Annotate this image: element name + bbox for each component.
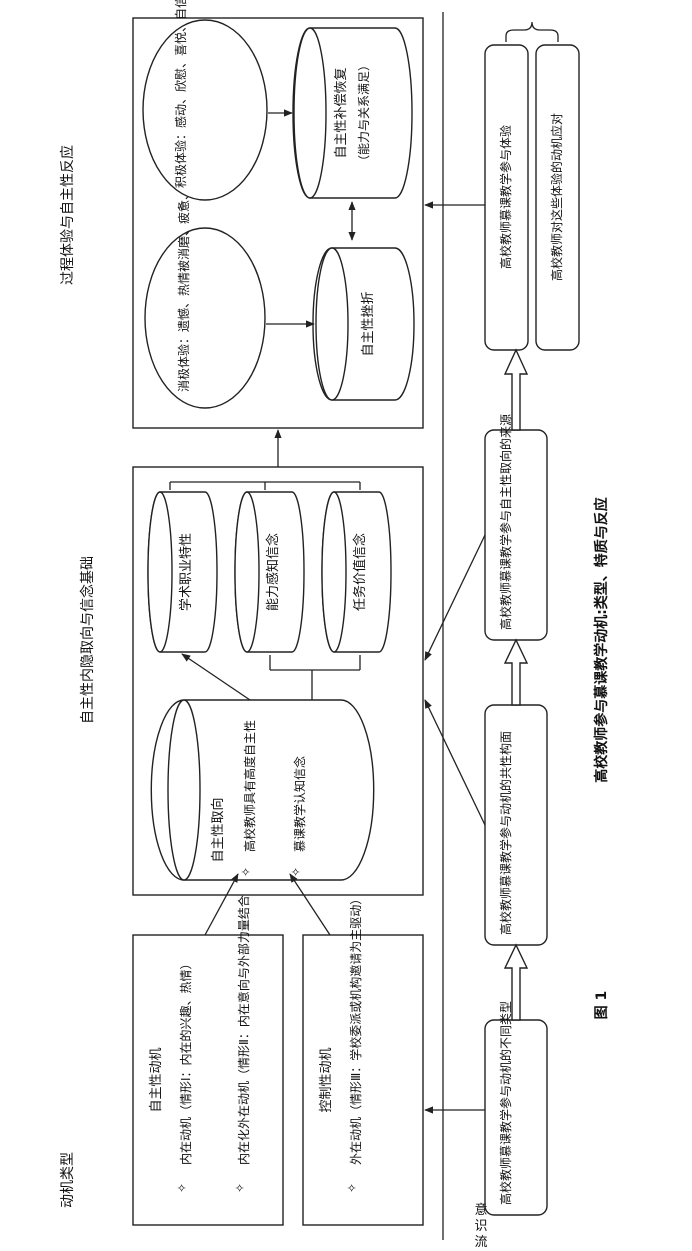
diamond-bullet-icon: ✧ [239, 867, 253, 877]
flow-step2-text: 高校教师慕课教学参与动机的共性构面 [498, 731, 513, 935]
orientation-cylinder-title: 自主性取向 [210, 797, 226, 862]
section-header-motivation-type: 动机类型 [60, 1152, 76, 1208]
flow-step3-box: 高校教师慕课教学参与自主性取向的来源 [484, 414, 548, 641]
flow-step4a-text: 高校教师慕课教学参与体验 [498, 125, 513, 269]
trait-label-academic: 学术职业特性 [178, 533, 194, 611]
flow-hollow-arrow [503, 943, 529, 1021]
flow-step3-text: 高校教师慕课教学参与自主性取向的来源 [498, 414, 513, 630]
positive-experience-text: 积极体验：感动、欣慰、喜悦、自信、满足、成就感、存在感 [173, 0, 188, 188]
autonomous-motivation-item2: 内在化外在动机（情形Ⅱ：内在意向与外部力量结合） [236, 883, 251, 1165]
flow-step4-brace [505, 21, 559, 42]
diamond-bullet-icon: ✧ [345, 1183, 359, 1193]
flow-step4a-box: 高校教师慕课教学参与体验 [484, 44, 529, 351]
basis-box: 自主性取向 ✧ 高校教师具有高度自主性 ✧ 慕课教学认知信念 学术职业特性 能力… [132, 466, 424, 896]
orientation-cylinder: 自主性取向 ✧ 高校教师具有高度自主性 ✧ 慕课教学认知信念 [150, 699, 375, 881]
compensation-sublabel: （能力与关系满足） [357, 59, 371, 167]
cylinder-to-academic-arrow [181, 653, 251, 701]
orientation-item2: 慕课教学认知信念 [292, 756, 307, 852]
figure-caption-title: 高校教师参与慕课教学动机:类型、特质与反应 [593, 497, 610, 783]
diamond-bullet-icon: ✧ [233, 1183, 247, 1193]
negative-experience-ellipse [144, 227, 266, 409]
diamond-bullet-icon: ✧ [175, 1183, 189, 1193]
negative-experience-text: 消极体验：遗憾、热情被消磨、疲惫、负情绪 [176, 152, 191, 392]
section-header-process: 过程体验与自主性反应 [59, 145, 76, 285]
diamond-bullet-icon: ✧ [289, 867, 303, 877]
frustration-cylinder: 自主性挫折 [312, 247, 415, 401]
trait-bracket [169, 481, 361, 490]
autonomous-motivation-title: 自主性动机 [149, 1047, 164, 1112]
flow-step1-box: 高校教师慕课教学参与动机的不同类型 [484, 1001, 548, 1216]
process-box: 消极体验：遗憾、热情被消磨、疲惫、负情绪 积极体验：感动、欣慰、喜悦、自信、满足… [132, 0, 424, 429]
controlled-to-basis-arrow [289, 873, 331, 936]
trait-label-value: 任务价值信念 [352, 533, 368, 611]
step2-to-orientation-arrow [424, 699, 486, 826]
controlled-motivation-title: 控制性动机 [319, 1047, 334, 1112]
autonomous-motivation-item1: 内在动机（情形Ⅰ：内在的兴趣、热情） [178, 957, 193, 1165]
figure-caption-number: 图 1 [594, 991, 610, 1020]
controlled-motivation-box: 控制性动机 ✧ 外在动机（情形Ⅲ：学校委派或机构邀请为主驱动） [302, 893, 424, 1226]
flow-hollow-arrow [503, 638, 529, 706]
orientation-item1: 高校教师具有高度自主性 [242, 720, 257, 852]
autonomous-motivation-box: 自主性动机 ✧ 内在动机（情形Ⅰ：内在的兴趣、热情） ✧ 内在化外在动机（情形Ⅱ… [132, 883, 284, 1226]
autonomous-to-basis-arrow [204, 873, 239, 936]
consciousness-flow-label: 意识流 [474, 1202, 487, 1247]
flow-step4b-text: 高校教师对这些体验的动机应对 [549, 113, 564, 281]
compensation-cylinder: 自主性补偿恢复 （能力与关系满足） [292, 27, 413, 199]
positive-experience-ellipse [142, 19, 268, 201]
section-header-basis: 自主性内隐取向与信念基础 [79, 556, 96, 724]
frustration-label: 自主性挫折 [361, 291, 376, 356]
controlled-motivation-item1: 外在动机（情形Ⅲ：学校委派或机构邀请为主驱动） [348, 893, 363, 1165]
flow-step2-box: 高校教师慕课教学参与动机的共性构面 [484, 704, 548, 946]
trait-cylinder-ability: 能力感知信念 [234, 491, 305, 653]
trait-label-ability: 能力感知信念 [265, 533, 281, 611]
flow-step4b-box: 高校教师对这些体验的动机应对 [535, 44, 580, 351]
compensation-label: 自主性补偿恢复 [334, 67, 349, 158]
flow-step1-text: 高校教师慕课教学参与动机的不同类型 [498, 1001, 513, 1205]
trait-cylinder-academic: 学术职业特性 [147, 491, 218, 653]
trait-cylinder-value: 任务价值信念 [321, 491, 392, 653]
flow-hollow-arrow [503, 348, 529, 431]
cylinder-to-beliefs-connector [269, 655, 361, 700]
step3-to-traits-arrow [424, 534, 486, 661]
